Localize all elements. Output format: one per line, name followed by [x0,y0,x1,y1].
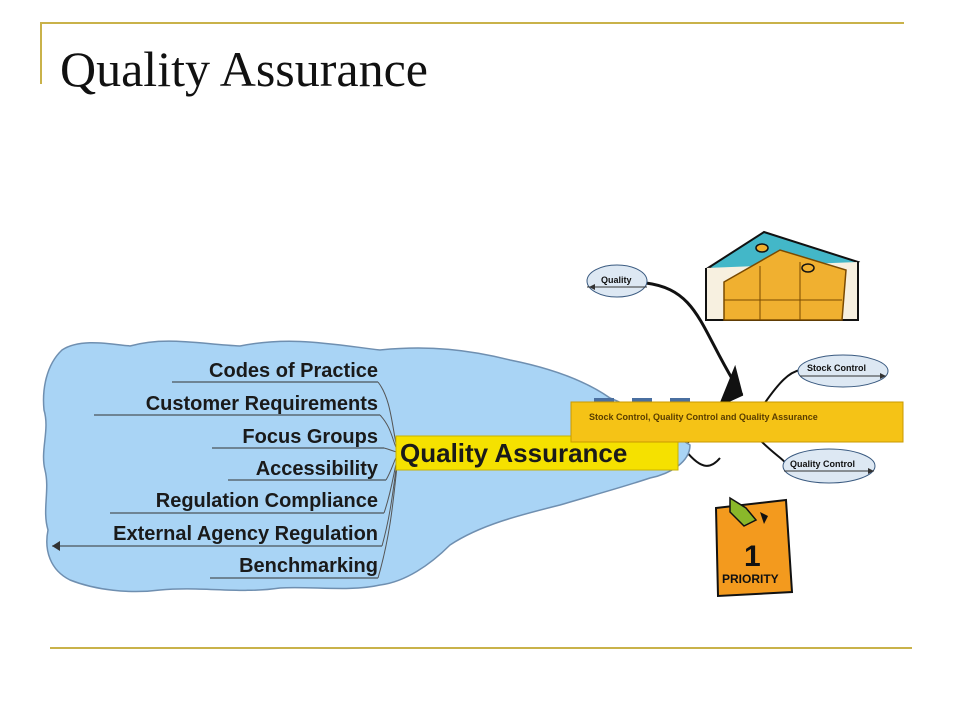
branch-benchmarking: Benchmarking [239,555,378,577]
warehouse-icon [705,230,861,321]
bubble-arrow-icon [589,284,595,290]
bubble-quality: Quality [586,264,648,298]
branch-regulation-compliance: Regulation Compliance [156,490,378,512]
branch-arrow-icon [52,541,60,551]
top-accent-line [40,22,904,24]
bubble-stock-control-label: Stock Control [807,363,866,373]
priority-label: PRIORITY [722,572,779,586]
slide-title: Quality Assurance [60,41,428,97]
branch-accessibility: Accessibility [256,458,379,480]
central-topic: Stock Control, Quality Control and Quali… [570,398,904,443]
priority-card-icon: 1 PRIORITY [714,496,794,598]
branch-list: Codes of Practice Customer Requirements … [52,360,399,579]
priority-number: 1 [744,540,761,573]
bubble-quality-control: Quality Control [782,448,876,484]
bottom-accent-line [50,647,912,649]
branch-external-agency-regulation: External Agency Regulation [113,523,378,545]
central-topic-label: Stock Control, Quality Control and Quali… [589,412,818,422]
topic-cloud [42,340,691,593]
bubble-arrow-icon [880,373,886,379]
bubble-quality-control-label: Quality Control [790,459,855,469]
bubble-arrow-icon [868,468,874,474]
central-topic-box [570,401,904,443]
bubble-quality-label: Quality [601,275,632,285]
branch-customer-requirements: Customer Requirements [146,393,378,415]
branch-focus-groups: Focus Groups [242,426,378,448]
left-accent-line [40,22,42,84]
main-node-label: Quality Assurance [400,438,627,468]
bubble-stock-control: Stock Control [797,354,889,388]
branch-codes-of-practice: Codes of Practice [209,360,378,382]
